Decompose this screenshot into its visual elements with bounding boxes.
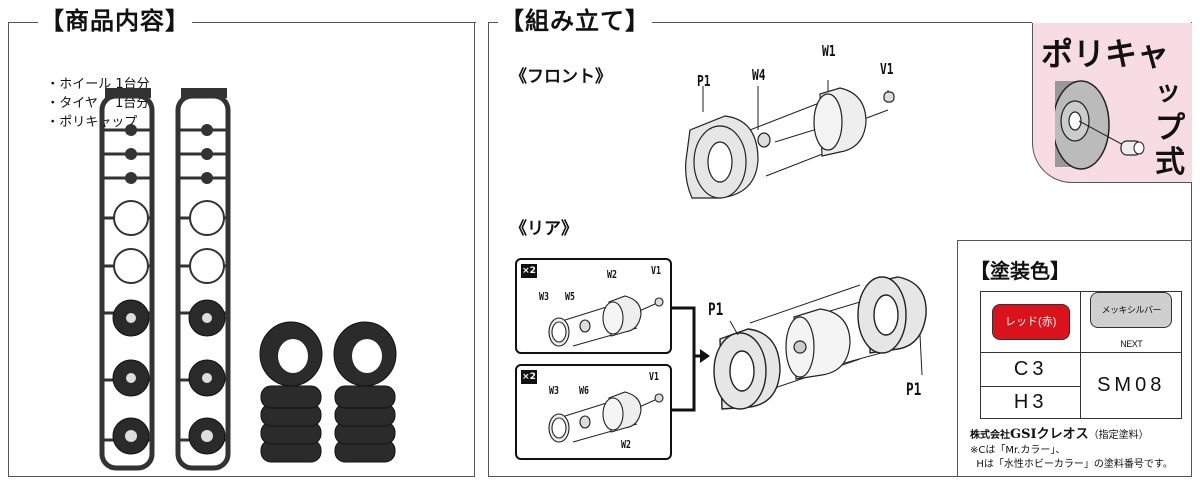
part-label: P1 <box>708 300 724 320</box>
polycap-badge: ポリキャ ッ プ 式 <box>1032 23 1192 183</box>
merge-arrow-icon <box>672 306 710 412</box>
paint-note: Hは「水性ホビーカラー」の塗料番号です。 <box>970 459 1173 470</box>
paint-title: 【塗装色】 <box>970 259 1070 283</box>
polycap-badge-text: 式 <box>1155 145 1185 180</box>
part-label: V1 <box>651 264 661 277</box>
part-label: W6 <box>579 384 589 397</box>
divider <box>188 22 476 23</box>
paint-note: ※Cは「Mr.カラー」、 <box>970 445 1066 456</box>
part-label: P1 <box>906 380 922 400</box>
paint-code: C3 <box>979 352 1082 387</box>
list-item: ・タイヤ 1台分 <box>46 96 150 111</box>
part-label: W3 <box>539 290 549 303</box>
part-label: W1 <box>822 42 836 60</box>
front-title: 《フロント》 <box>510 67 612 87</box>
maker-prefix: 株式会社 <box>970 430 1010 441</box>
wheel-sprue-image <box>99 88 231 471</box>
part-label: W2 <box>621 438 631 451</box>
rear-assembly-diagram <box>713 276 927 410</box>
paint-maker: 株式会社GSIクレオス（指定塗料） <box>970 423 1149 442</box>
paint-code: H3 <box>979 386 1082 419</box>
rear-title: 《リア》 <box>510 219 578 239</box>
paint-code: SM08 <box>1080 352 1182 419</box>
part-label: W3 <box>549 384 559 397</box>
paint-table: レッド(赤) メッキシルバーNEXT C3 SM08 H3 <box>979 291 1182 419</box>
assembly-title: 【組み立て】 <box>498 6 652 36</box>
polycap-badge-text: ッ <box>1155 77 1182 107</box>
part-label: W4 <box>752 66 766 84</box>
maker-suffix: （指定塗料） <box>1088 430 1149 441</box>
rear-subassembly-box-1: ×2 W3 W5 W2 V1 <box>515 258 672 354</box>
contents-list: ・ホイール 1台分 ・タイヤ 1台分 ・ポリキャップ <box>38 58 164 130</box>
tires-image <box>259 321 397 463</box>
rear-subassembly-diagram <box>548 391 664 443</box>
divider <box>488 22 498 23</box>
multiplier-badge: ×2 <box>521 370 537 384</box>
divider <box>644 22 1032 23</box>
part-label: W5 <box>565 290 575 303</box>
paint-colors-box: 【塗装色】 レッド(赤) メッキシルバーNEXT C3 SM08 H3 株式会社… <box>957 240 1192 477</box>
color-chip-red: レッド(赤) <box>991 304 1070 340</box>
color-chip-silver: メッキシルバーNEXT <box>1090 292 1173 349</box>
rear-subassembly-diagram <box>548 295 664 347</box>
maker-brand: GSIクレオス <box>1010 427 1089 442</box>
divider <box>8 22 38 23</box>
part-label: V1 <box>649 370 659 383</box>
polycap-illustration <box>1055 80 1145 170</box>
rear-subassembly-box-2: ×2 W3 W6 W2 V1 <box>515 364 672 460</box>
polycap-badge-text: プ <box>1155 111 1185 146</box>
list-item: ・ポリキャップ <box>46 115 138 130</box>
contents-panel <box>8 22 475 477</box>
part-label: W2 <box>607 268 617 281</box>
multiplier-badge: ×2 <box>521 264 537 278</box>
contents-title: 【商品内容】 <box>38 6 192 36</box>
polycap-badge-text: ポリキャ <box>1041 35 1170 73</box>
part-label: P1 <box>697 72 711 90</box>
part-label: V1 <box>880 60 894 78</box>
front-assembly-diagram <box>685 80 895 199</box>
